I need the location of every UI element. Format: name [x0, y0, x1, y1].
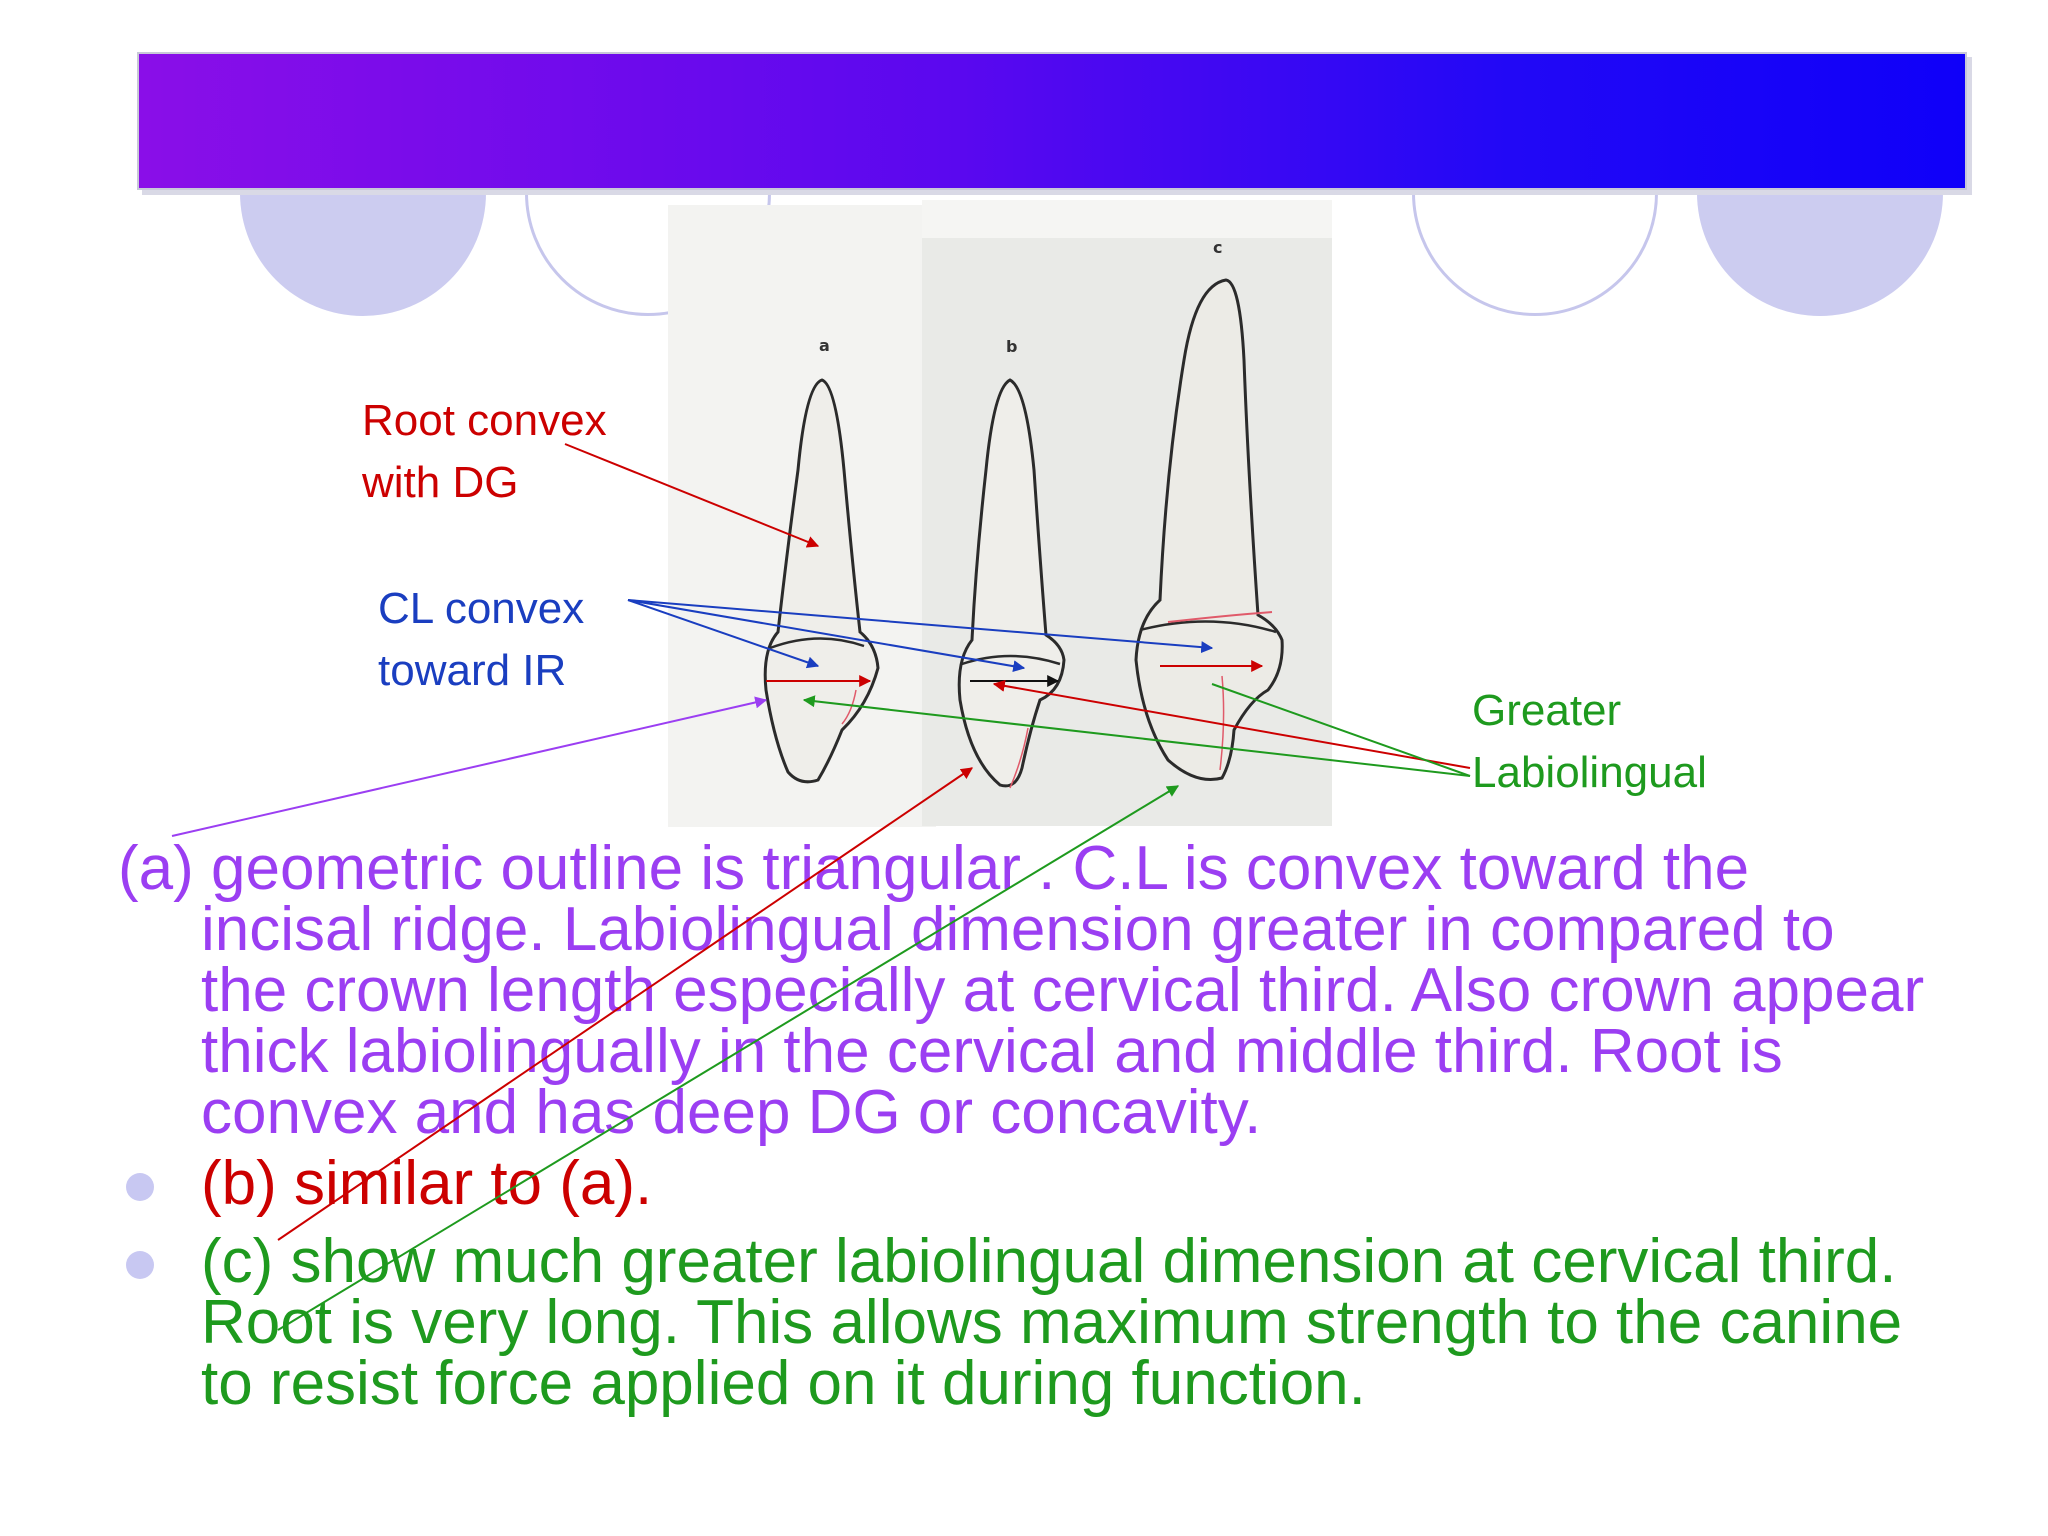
bullet-item-b: (b) similar to (a). [118, 1153, 1938, 1215]
annotation-cl-convex: CL convex toward IR [378, 578, 584, 702]
annotation-cl-convex-line-2: toward IR [378, 646, 567, 695]
tooth-label-b: b [1006, 337, 1017, 356]
annotation-greater-labiolingual: Greater Labiolingual [1472, 680, 1707, 804]
bullet-item-c: (c) show much greater labiolingual dimen… [118, 1231, 1938, 1415]
bullet-text-c: (c) show much greater labiolingual dimen… [201, 1227, 1903, 1418]
annotation-root-convex-line-1: Root convex [362, 396, 607, 445]
scan-background-top [922, 200, 1332, 238]
paragraph-a: (a) geometric outline is triangular . C.… [118, 834, 1925, 1147]
slide-body: (a) geometric outline is triangular . C.… [118, 834, 1938, 1415]
bullet-dot [126, 1173, 154, 1201]
annotation-greater-labiolingual-line-2: Labiolingual [1472, 748, 1707, 797]
tooth-label-c: c [1213, 238, 1222, 257]
annotation-cl-convex-line-1: CL convex [378, 584, 585, 633]
tooth-label-a: a [819, 336, 830, 355]
bullet-dot [126, 1251, 154, 1279]
bullet-text-b: (b) similar to (a). [201, 1149, 653, 1218]
annotation-root-convex-line-2: with DG [362, 458, 519, 507]
title-banner [137, 52, 1967, 190]
annotation-root-convex: Root convex with DG [362, 390, 607, 514]
annotation-greater-labiolingual-line-1: Greater [1472, 686, 1622, 735]
